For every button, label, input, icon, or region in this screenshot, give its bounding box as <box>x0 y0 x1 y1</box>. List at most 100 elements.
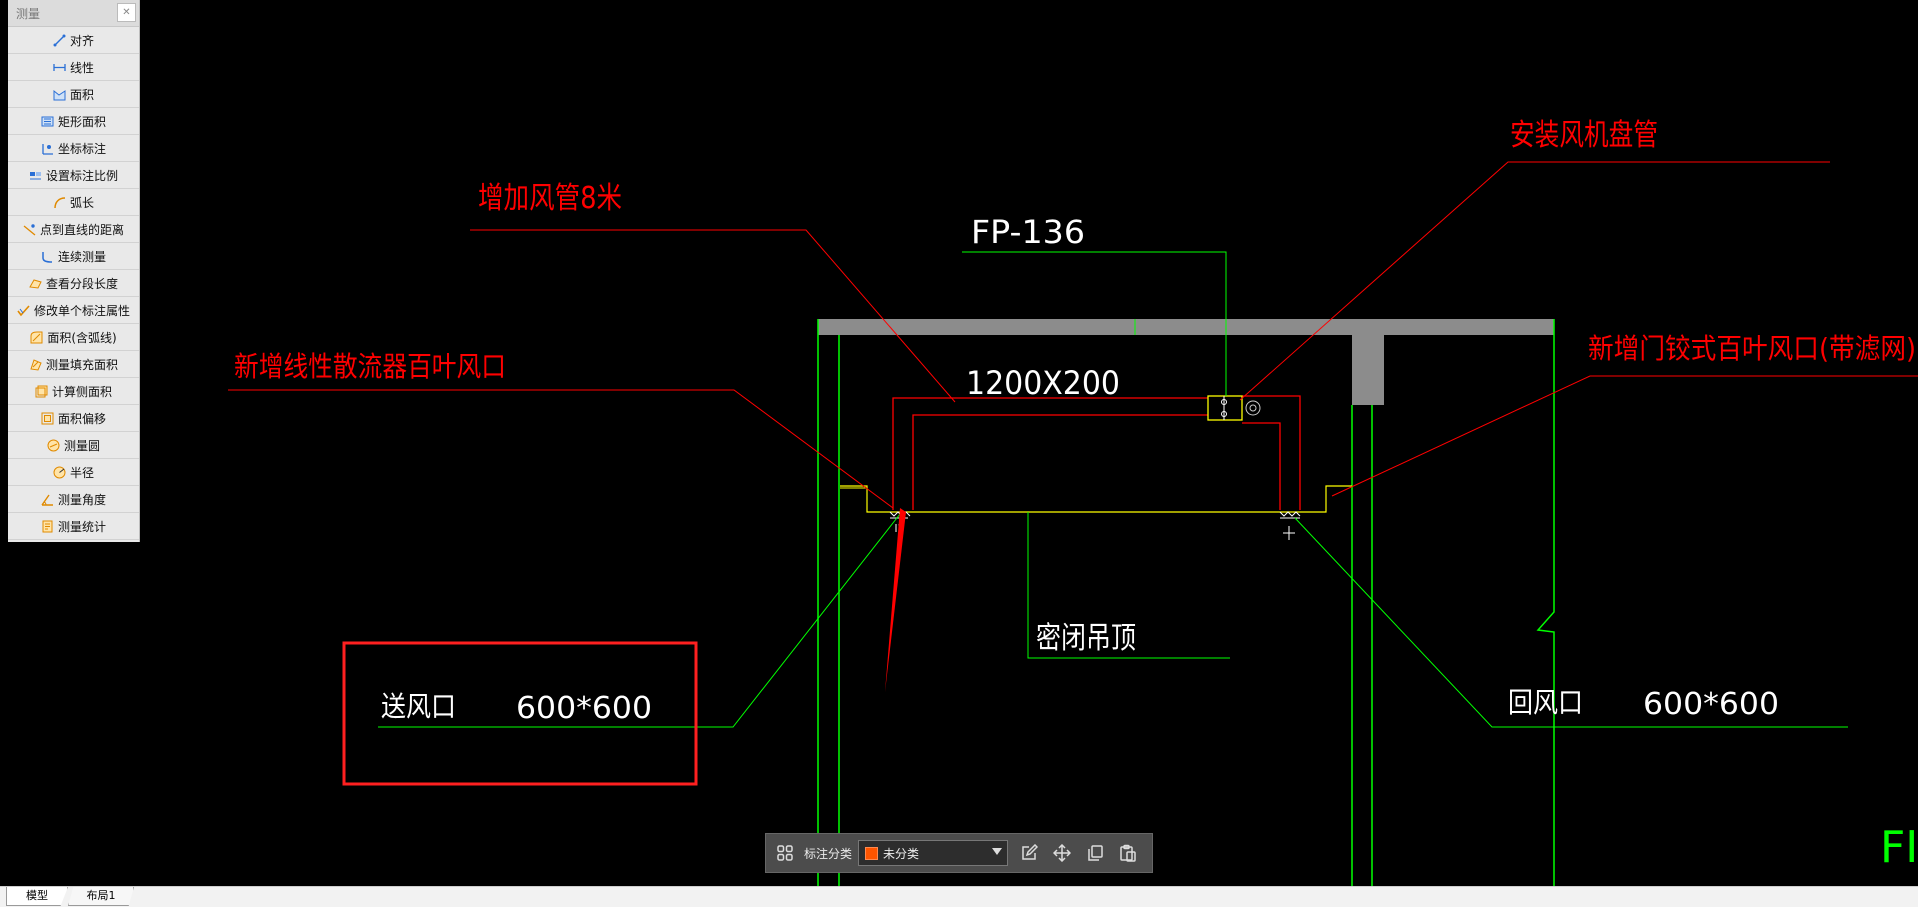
leader-door-louver <box>1331 375 1918 497</box>
measure-tool-label: 弧长 <box>69 195 94 210</box>
measure-tool-item[interactable]: 半径 <box>8 459 139 486</box>
leader-fan-coil <box>1239 161 1830 401</box>
leader-add-duct <box>470 229 956 403</box>
measure-tool-item[interactable]: 测量圆 <box>8 432 139 459</box>
arc-area-icon <box>30 331 43 344</box>
measure-tool-item[interactable]: 点到直线的距离 <box>8 216 139 243</box>
add-duct-text: 增加风管8米 <box>478 181 622 216</box>
area-offset-icon <box>41 412 54 425</box>
measure-tool-label: 半径 <box>69 465 94 480</box>
coordinate-icon <box>41 142 54 155</box>
duct-outline <box>912 414 1208 510</box>
statistics-icon <box>41 520 54 533</box>
diffuser-text: 新增线性散流器百叶风口 <box>234 350 506 383</box>
circle-icon <box>47 439 60 452</box>
annotation-toolbar: 标注分类 未分类 <box>765 833 1153 873</box>
measure-tool-item[interactable]: 弧长 <box>8 189 139 216</box>
measure-tool-label: 测量统计 <box>57 519 106 534</box>
red-arrow-marker <box>885 508 906 692</box>
edit-annotation-icon <box>17 304 30 317</box>
diffuser-symbol <box>1279 511 1301 540</box>
return-size-text: 600*600 <box>1643 687 1779 722</box>
measure-tool-label: 线性 <box>69 60 94 75</box>
fan-coil-unit <box>1207 395 1243 421</box>
measure-tool-label: 测量角度 <box>57 492 106 507</box>
continuous-measure-icon <box>41 250 54 263</box>
fill-area-icon <box>29 358 42 371</box>
close-icon[interactable]: ✕ <box>117 3 136 22</box>
measure-tool-label: 对齐 <box>69 33 94 48</box>
tab-model[interactable]: 模型 <box>6 887 68 906</box>
measure-tool-item[interactable]: 面积偏移 <box>8 405 139 432</box>
measure-tool-label: 连续测量 <box>57 249 106 264</box>
supply-size-text: 600*600 <box>516 691 652 726</box>
leader-return <box>1294 517 1848 728</box>
measure-tool-label: 测量圆 <box>63 438 100 453</box>
fan-coil-unit <box>1221 399 1227 405</box>
side-area-icon <box>35 385 48 398</box>
leader-supply <box>378 513 901 728</box>
measure-tool-item[interactable]: 面积 <box>8 81 139 108</box>
measure-tool-label: 面积 <box>69 87 94 102</box>
paste-icon[interactable] <box>1116 841 1140 865</box>
door-louver-text: 新增门铰式百叶风口(带滤网) <box>1588 332 1916 365</box>
supply-label-text: 送风口 <box>381 690 456 723</box>
return-label-text: 回风口 <box>1508 686 1583 719</box>
supply-highlight-box <box>342 641 698 786</box>
measure-tool-item[interactable]: 面积(含弧线) <box>8 324 139 351</box>
copy-icon[interactable] <box>1083 841 1107 865</box>
measure-tool-label: 面积(含弧线) <box>47 330 117 345</box>
measure-tool-item[interactable]: 设置标注比例 <box>8 162 139 189</box>
chevron-down-icon <box>992 848 1003 855</box>
measure-tool-item[interactable]: 修改单个标注属性 <box>8 297 139 324</box>
duct-size-text: 1200X200 <box>966 364 1120 402</box>
edge-text: FI <box>1880 822 1918 873</box>
annotation-category-value: 未分类 <box>883 846 920 861</box>
measure-tool-item[interactable]: 测量统计 <box>8 513 139 540</box>
tab-layout1[interactable]: 布局1 <box>68 887 134 906</box>
measure-panel-header: 测量 ✕ <box>8 0 139 27</box>
edit-icon[interactable] <box>1017 841 1041 865</box>
measure-tool-item[interactable]: 坐标标注 <box>8 135 139 162</box>
sealed-ceiling-text: 密闭吊顶 <box>1036 621 1136 656</box>
measure-tool-label: 坐标标注 <box>57 141 106 156</box>
layout-tab-bar: 模型 布局1 <box>0 886 1918 907</box>
radius-icon <box>53 466 66 479</box>
measure-tool-list: 对齐线性面积矩形面积坐标标注设置标注比例弧长点到直线的距离连续测量查看分段长度修… <box>8 27 139 540</box>
point-line-distance-icon <box>23 223 36 236</box>
measure-tool-item[interactable]: 连续测量 <box>8 243 139 270</box>
column <box>1352 319 1384 405</box>
wall-line <box>1536 319 1555 886</box>
install-fan-coil-text: 安装风机盘管 <box>1510 118 1658 153</box>
measure-tool-item[interactable]: 查看分段长度 <box>8 270 139 297</box>
measure-tool-label: 点到直线的距离 <box>39 222 124 237</box>
ceiling-slab <box>818 319 1554 335</box>
fan-coil-code-text: FP-136 <box>971 213 1085 251</box>
fan-coil-unit <box>1249 404 1257 412</box>
measure-tool-label: 矩形面积 <box>57 114 106 129</box>
cad-drawing-canvas[interactable]: 增加风管8米 安装风机盘管 FP-136 新增线性散流器百叶风口 新增门铰式百叶… <box>0 0 1918 886</box>
measure-tool-item[interactable]: 矩形面积 <box>8 108 139 135</box>
rect-area-icon <box>41 115 54 128</box>
arc-length-icon <box>53 196 66 209</box>
measure-tool-item[interactable]: 计算侧面积 <box>8 378 139 405</box>
measure-tool-item[interactable]: 测量角度 <box>8 486 139 513</box>
measure-tool-label: 查看分段长度 <box>45 276 118 291</box>
measure-tool-label: 修改单个标注属性 <box>33 303 130 318</box>
duct-outline <box>1242 422 1281 510</box>
fan-coil-unit <box>1245 400 1261 416</box>
leader-sealed-ceiling <box>1027 512 1230 659</box>
area-icon <box>53 88 66 101</box>
measure-tool-item[interactable]: 线性 <box>8 54 139 81</box>
measure-tool-item[interactable]: 对齐 <box>8 27 139 54</box>
measure-panel: 测量 ✕ 对齐线性面积矩形面积坐标标注设置标注比例弧长点到直线的距离连续测量查看… <box>8 0 140 542</box>
annotation-category-select[interactable]: 未分类 <box>858 840 1009 866</box>
grid-icon[interactable] <box>774 842 796 864</box>
leader-diffuser <box>228 389 894 509</box>
move-icon[interactable] <box>1050 841 1074 865</box>
scale-icon <box>29 169 42 182</box>
leader-fp136 <box>962 251 1227 396</box>
measure-tool-item[interactable]: 测量填充面积 <box>8 351 139 378</box>
measure-tool-label: 设置标注比例 <box>45 168 118 183</box>
fan-coil-unit <box>1221 411 1227 417</box>
